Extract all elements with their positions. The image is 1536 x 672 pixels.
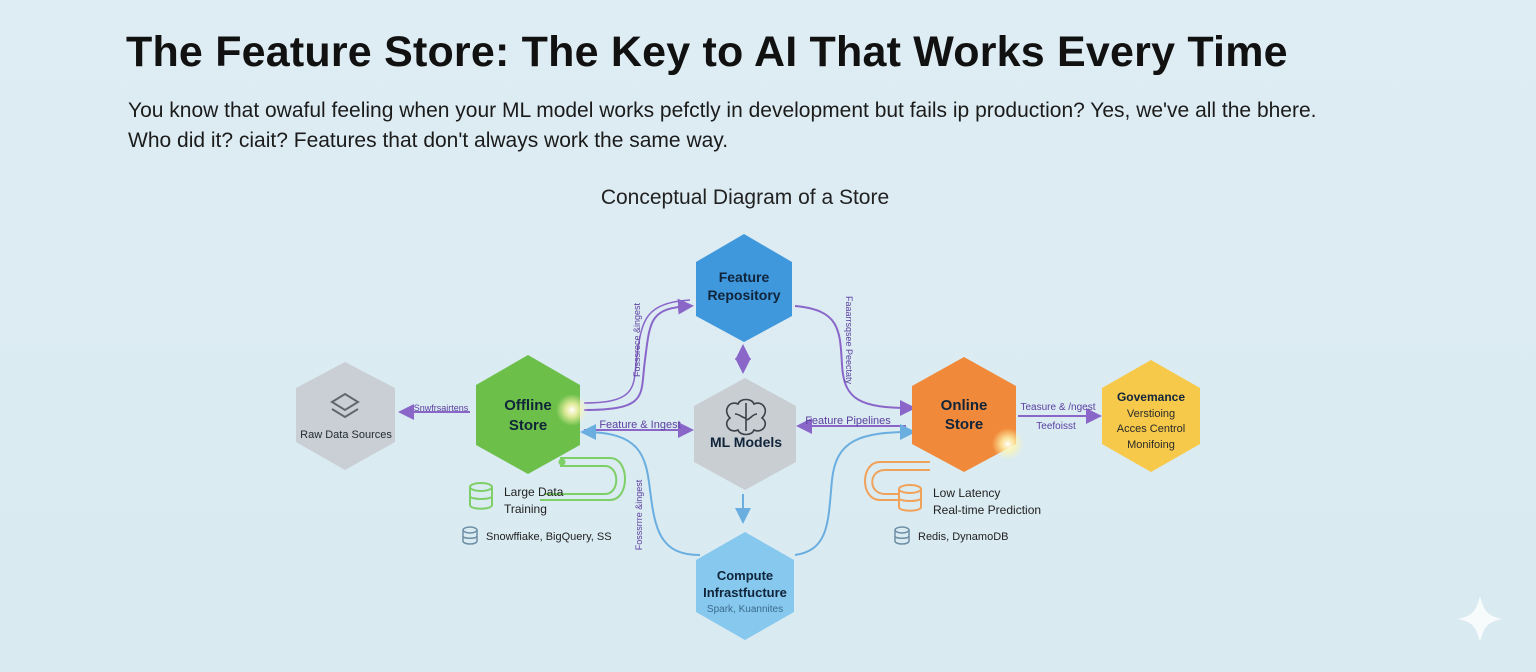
compute-hexagon	[696, 532, 794, 640]
governance-line-3: Monifoing	[1127, 439, 1175, 451]
brain-icon	[725, 398, 767, 436]
online-info-line-1: Low Latency	[933, 486, 1000, 500]
online-hexagon	[912, 357, 1016, 472]
node-compute-infrastructure: Compute Infrastfucture Spark, Kuannites	[696, 532, 794, 640]
ml-label: ML Models	[710, 434, 782, 450]
database-icon-offline-tech	[462, 526, 478, 545]
offline-info-line-2: Training	[504, 502, 547, 516]
offline-hexagon	[476, 355, 580, 474]
edge-compute-online	[794, 424, 916, 556]
node-offline-store: Offline Store	[476, 355, 588, 474]
edge-label-ml-online: Feature Pipelines	[805, 415, 891, 427]
repository-hexagon	[696, 234, 792, 342]
governance-line-2: Acces Centrol	[1117, 423, 1185, 435]
edge-raw-offline: Snwfrsairtens	[398, 403, 470, 420]
node-online-store: Online Store	[912, 357, 1024, 472]
edge-label-online-gov-top: Teasure & /ngest	[1020, 402, 1095, 413]
online-info-line-2: Real-time Prediction	[933, 503, 1041, 517]
edge-label-raw-offline: Snwfrsairtens	[414, 403, 469, 413]
edge-repository-online: Faaarrsqsee Peectaty	[794, 296, 916, 416]
offline-tech: Snowffiake, BigQuery, SS	[486, 531, 612, 543]
diagram-title: Conceptual Diagram of a Store	[600, 186, 890, 209]
node-governance: Govemance Verstioing Acces Centrol Monif…	[1102, 360, 1200, 472]
online-loop-arrows	[864, 461, 930, 501]
database-icon-online-tech	[894, 526, 910, 545]
offline-loop-arrows	[540, 457, 626, 501]
governance-title: Govemance	[1117, 390, 1185, 404]
intro-paragraph: You know that owaful feeling when your M…	[128, 96, 1458, 156]
offline-glow	[556, 394, 588, 426]
edge-online-governance: Teasure & /ngest Teefoisst	[1018, 402, 1102, 432]
edge-offline-repository: Fosssrece &ingest	[583, 298, 694, 411]
intro-line-2: Who did it? ciait? Features that don't a…	[128, 129, 729, 152]
repository-label-2: Repository	[707, 287, 780, 303]
layers-icon	[330, 392, 360, 419]
online-label-1: Online	[941, 397, 988, 414]
online-info: Low Latency Real-time Prediction Redis, …	[894, 484, 1041, 545]
online-glow	[992, 428, 1024, 460]
offline-label-1: Offline	[504, 397, 552, 414]
offline-info-line-1: Large Data	[504, 485, 564, 499]
node-feature-repository: Feature Repository	[696, 234, 792, 342]
repository-label-1: Feature	[719, 269, 770, 285]
governance-hexagon	[1102, 360, 1200, 472]
edge-offline-compute: Fosssrrre &ingest	[580, 424, 701, 556]
page-title: The Feature Store: The Key to AI That Wo…	[126, 28, 1288, 76]
online-tech: Redis, DynamoDB	[918, 531, 1008, 543]
governance-line-1: Verstioing	[1127, 408, 1175, 420]
node-ml-models: ML Models	[694, 378, 796, 490]
offline-info: Large Data Training Snowffiake, BigQuery…	[462, 482, 612, 545]
offline-label-2: Store	[509, 417, 547, 434]
compute-sub: Spark, Kuannites	[707, 604, 783, 615]
online-label-2: Store	[945, 416, 983, 433]
edge-label-offline-ml: Feature & Ingest	[599, 419, 680, 431]
edge-label-offline-repo: Fosssrece &ingest	[632, 302, 642, 377]
edge-label-online-gov-bottom: Teefoisst	[1036, 421, 1076, 432]
database-icon-green	[469, 482, 493, 510]
edge-offline-ml: Feature & Ingest	[584, 419, 694, 438]
compute-label-2: Infrastfucture	[703, 585, 787, 600]
node-raw-data-sources: Raw Data Sources	[296, 362, 395, 470]
raw-label: Raw Data Sources	[300, 429, 392, 441]
intro-line-1: You know that owaful feeling when your M…	[128, 99, 1317, 122]
edge-label-repo-online: Faaarrsqsee Peectaty	[844, 296, 854, 385]
edge-ml-online: Feature Pipelines	[796, 415, 906, 434]
sparkle-icon	[1458, 596, 1502, 642]
database-icon-orange	[898, 484, 922, 512]
edge-label-offline-compute: Fosssrrre &ingest	[634, 479, 644, 550]
compute-label-1: Compute	[717, 568, 773, 583]
